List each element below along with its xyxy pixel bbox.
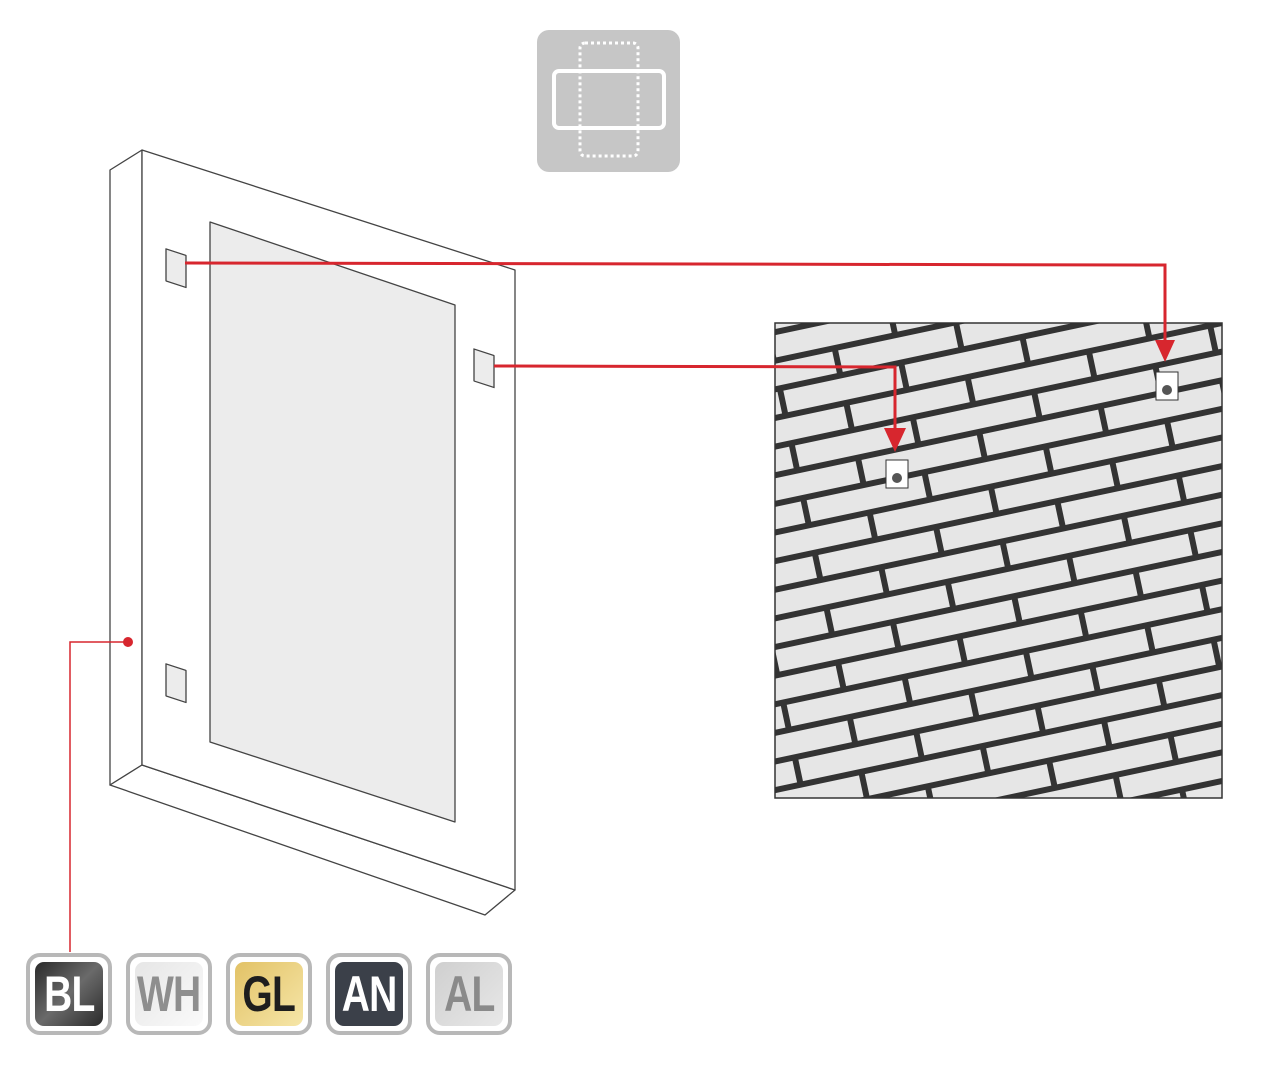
finish-code: GL bbox=[242, 966, 296, 1022]
finish-badge-gl: GL bbox=[226, 953, 312, 1035]
mirror-glass bbox=[209, 221, 456, 823]
finish-options: BL WH GL AN AL bbox=[26, 953, 512, 1035]
mirror-frame bbox=[109, 149, 516, 916]
mounting-arrows bbox=[69, 261, 1167, 952]
arrow-head-icon bbox=[1155, 340, 1175, 362]
finish-code: WH bbox=[137, 966, 201, 1022]
bracket-top-left bbox=[165, 248, 187, 289]
bracket-right bbox=[473, 348, 495, 389]
frame-mount-icon bbox=[537, 30, 680, 172]
callout-dot bbox=[123, 637, 133, 647]
wall-hook-icon bbox=[1155, 371, 1179, 401]
wall-hook-icon bbox=[885, 459, 909, 489]
finish-badge-an: AN bbox=[326, 953, 412, 1035]
finish-code: AL bbox=[443, 966, 495, 1022]
finish-badge-al: AL bbox=[426, 953, 512, 1035]
bracket-bottom-left bbox=[165, 663, 187, 704]
finish-code: BL bbox=[43, 966, 95, 1022]
brick-wall bbox=[774, 322, 1223, 799]
finish-badge-wh: WH bbox=[126, 953, 212, 1035]
arrow-head-icon bbox=[884, 428, 906, 452]
finish-code: AN bbox=[341, 966, 398, 1022]
finish-badge-bl: BL bbox=[26, 953, 112, 1035]
